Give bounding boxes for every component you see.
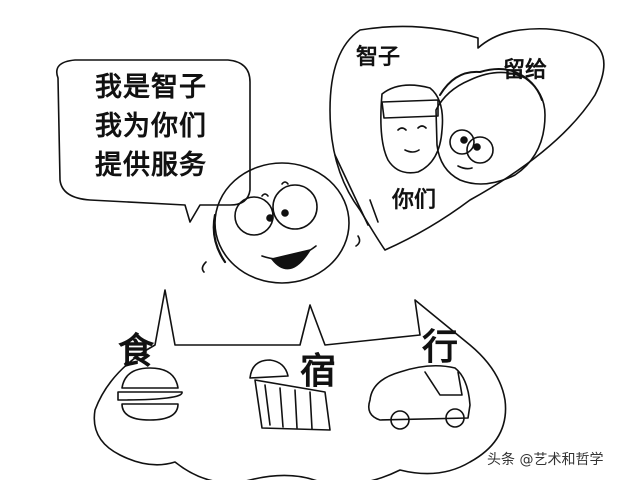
speech-bubble-text: 我是智子 我为你们 提供服务 bbox=[95, 68, 207, 185]
speech-line-2: 我为你们 bbox=[95, 111, 207, 142]
bed-icon bbox=[249, 359, 331, 431]
label-lodging: 宿 bbox=[300, 351, 337, 392]
watermark: 头条 @艺术和哲学 bbox=[487, 452, 604, 468]
speech-bubble bbox=[56, 59, 251, 223]
bottom-bubble bbox=[93, 289, 507, 480]
heart-text-zhizi: 智子 bbox=[356, 45, 401, 70]
heart-bubble bbox=[329, 25, 605, 251]
heart-text-nimen: 你们 bbox=[392, 188, 437, 213]
speech-line-1: 我是智子 bbox=[95, 72, 207, 103]
boy-face bbox=[435, 71, 546, 185]
girl-face bbox=[380, 84, 444, 174]
car-icon bbox=[367, 364, 471, 430]
label-food: 食 bbox=[118, 331, 155, 372]
burger-icon bbox=[117, 367, 183, 421]
label-travel: 行 bbox=[422, 327, 459, 368]
speech-line-3: 提供服务 bbox=[95, 150, 207, 181]
heart-text-liugei: 留给 bbox=[503, 58, 548, 83]
